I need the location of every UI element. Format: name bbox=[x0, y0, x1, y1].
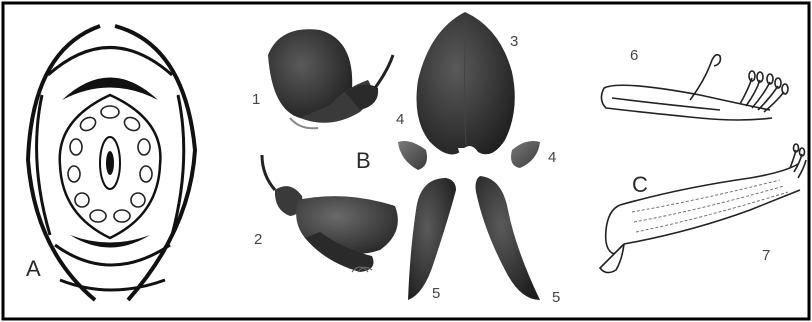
part-4-left-label: 4 bbox=[396, 111, 404, 128]
part-7-label: 7 bbox=[762, 247, 770, 264]
part-4-right-label: 4 bbox=[548, 149, 556, 166]
ovary-center bbox=[106, 151, 114, 175]
part-1-label: 1 bbox=[252, 91, 260, 108]
part-6-label: 6 bbox=[630, 47, 638, 64]
panel-b-label: B bbox=[356, 148, 371, 173]
part-5-right-label: 5 bbox=[552, 289, 560, 306]
part-5-left-label: 5 bbox=[432, 285, 440, 302]
panel-c-label: C bbox=[632, 172, 648, 197]
panel-a-label: A bbox=[26, 256, 41, 281]
part-2-label: 2 bbox=[254, 231, 262, 248]
part-3-label: 3 bbox=[510, 33, 518, 50]
